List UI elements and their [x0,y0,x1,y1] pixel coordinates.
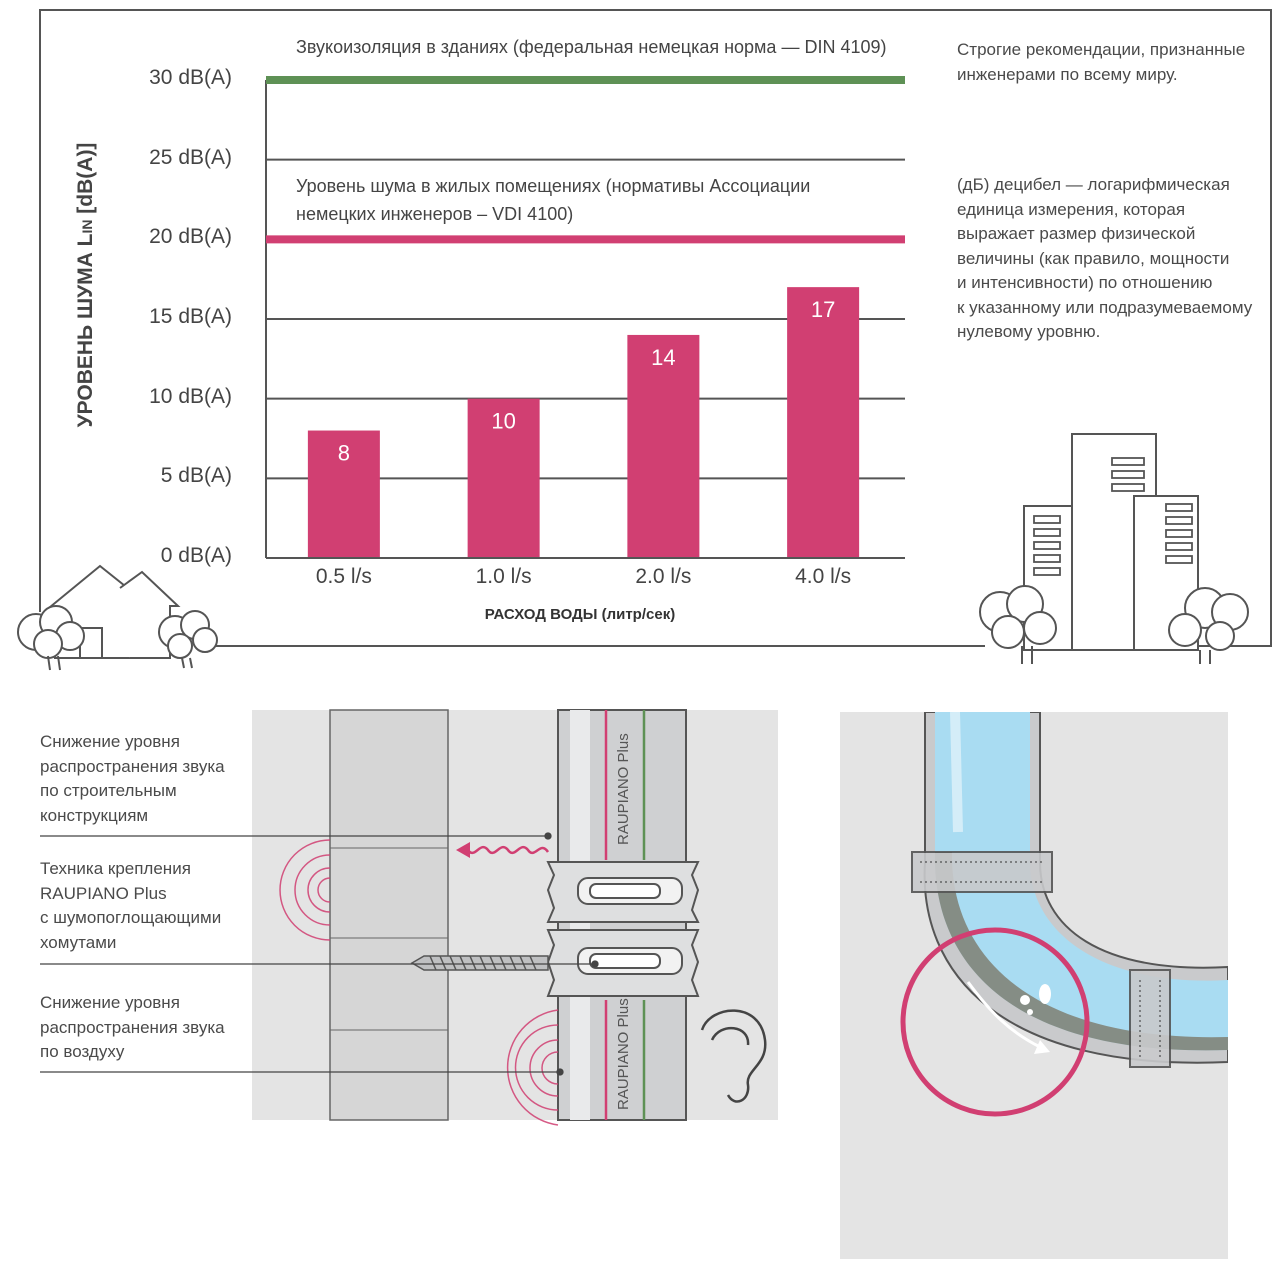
clamp-lower [546,929,700,997]
pipe-mount-illustration: RAUPIANO Plus RAUPIANO Plus [40,709,778,1126]
vdi-reference-label-line1: Уровень шума в жилых помещениях (нормати… [296,176,811,196]
callout-leaders [40,832,599,1076]
note-guidelines: Строгие рекомендации, признанные инженер… [957,40,1246,84]
y-tick-label: 5 dB(A) [160,464,232,488]
bar-data-label: 8 [338,441,350,466]
ear-icon [700,1009,767,1103]
x-axis-title: РАСХОД ВОДЫ (литр/сек) [484,606,676,623]
water-splash [1020,984,1051,1015]
reference-lines [266,76,905,244]
chart-svg: 8 10 14 17 [17,9,1272,671]
vdi-reference-label-line2: немецких инженеров – VDI 4100) [296,204,574,224]
y-tick-label: 30 dB(A) [149,66,232,89]
din-reference-label: Звукоизоляция в зданиях (федеральная нем… [296,37,887,57]
y-tick-label: 15 dB(A) [149,305,232,328]
bar [307,430,380,558]
y-tick-label: 0 dB(A) [160,544,232,567]
mounting-bolt [410,955,549,971]
wall-sound-rings [279,839,331,941]
city-illustration [979,433,1249,664]
x-tick-label: 2.0 l/s [635,565,692,588]
bar-data-label: 14 [651,345,675,370]
bar-data-label: 10 [491,409,515,434]
y-tick-label: 20 dB(A) [149,225,232,249]
bar [627,334,700,558]
x-tick-label: 4.0 l/s [795,565,852,588]
bar [467,398,540,558]
flow-arrow [966,981,1041,1049]
vibration-arrow [466,845,550,855]
house-illustration [17,564,218,671]
bar-data-label: 17 [811,297,835,322]
y-tick-label: 10 dB(A) [149,384,232,408]
pipe-label-bottom: RAUPIANO Plus [615,998,632,1110]
chart-frame [39,9,1272,647]
y-tick-label: 25 dB(A) [149,145,232,169]
bar [787,287,860,558]
x-tick-label: 1.0 l/s [475,565,532,588]
pipe-label-top: RAUPIANO Plus [615,733,632,845]
highlight-circle [900,927,1090,1117]
y-axis-title: УРОВЕНЬ ШУМА LIN [dB(A)] [74,142,97,428]
clamp-upper [546,861,700,923]
pipe-elbow-illustration [840,712,1228,1259]
bars: 8 10 14 17 [307,287,860,558]
air-sound-rings [506,1009,559,1126]
x-tick-label: 0.5 l/s [315,565,372,588]
note-decibel: (дБ) децибел — логарифмическая единица и… [957,175,1253,341]
